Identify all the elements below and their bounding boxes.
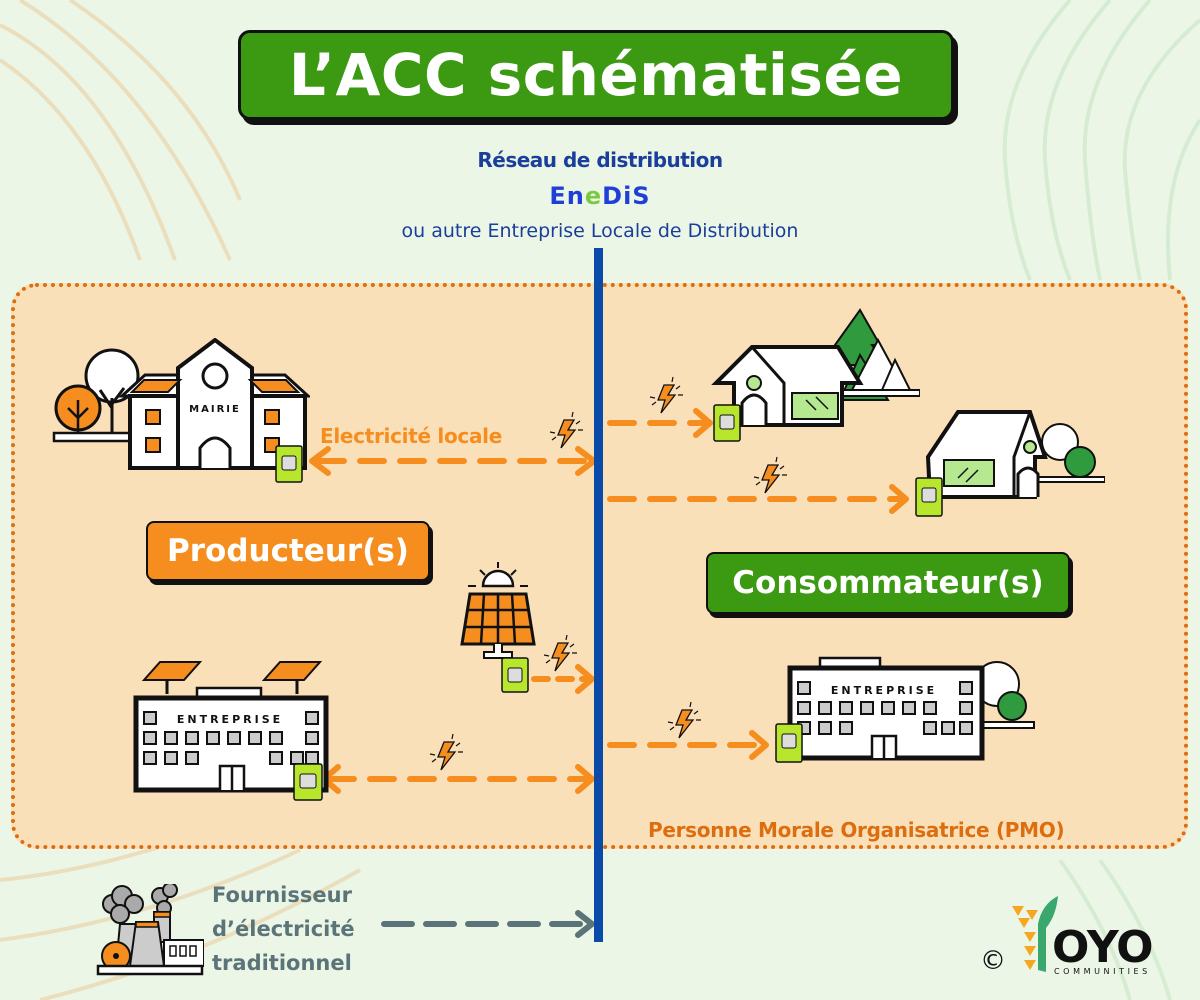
town-hall-icon: MAIRIE — [52, 338, 310, 483]
supplier-line-1: Fournisseur — [212, 883, 352, 907]
copyright-icon: © — [980, 946, 1006, 976]
page-title: L’ACC schématisée — [238, 30, 954, 120]
distribution-grid-line — [594, 248, 603, 942]
network-heading: Réseau de distribution — [477, 148, 723, 172]
enedis-logo-part3: DiS — [602, 182, 651, 210]
communities-tagline: COMMUNITIES — [1054, 967, 1151, 976]
supplier-label: Fournisseur d’électricité traditionnel — [212, 878, 355, 980]
power-plant-icon — [96, 884, 204, 976]
enedis-logo: EneDiS — [0, 182, 1200, 210]
enedis-logo-part2: e — [584, 182, 603, 210]
supplier-line-3: traditionnel — [212, 951, 352, 975]
svg-text:ENTREPRISE: ENTREPRISE — [177, 713, 283, 726]
oyo-logo-text: OYO — [1052, 922, 1154, 973]
solar-panel-icon — [460, 562, 536, 693]
yoyo-logo-mark-icon — [1012, 896, 1058, 972]
svg-text:ENTREPRISE: ENTREPRISE — [831, 684, 937, 697]
house-1-icon — [711, 308, 920, 442]
producer-company-icon: ENTREPRISE — [133, 661, 329, 801]
enedis-logo-part1: En — [549, 182, 585, 210]
house-2-icon — [915, 410, 1105, 517]
network-subtitle: ou autre Entreprise Locale de Distributi… — [401, 220, 799, 242]
consumer-company-icon: ENTREPRISE — [775, 656, 1035, 763]
supplier-line-2: d’électricité — [212, 917, 355, 941]
pmo-label: Personne Morale Organisatrice (PMO) — [644, 818, 1069, 842]
producers-label: Producteur(s) — [146, 521, 430, 581]
local-electricity-label: Electricité locale — [320, 424, 502, 448]
svg-text:MAIRIE: MAIRIE — [189, 404, 241, 415]
consumers-label: Consommateur(s) — [706, 552, 1070, 614]
